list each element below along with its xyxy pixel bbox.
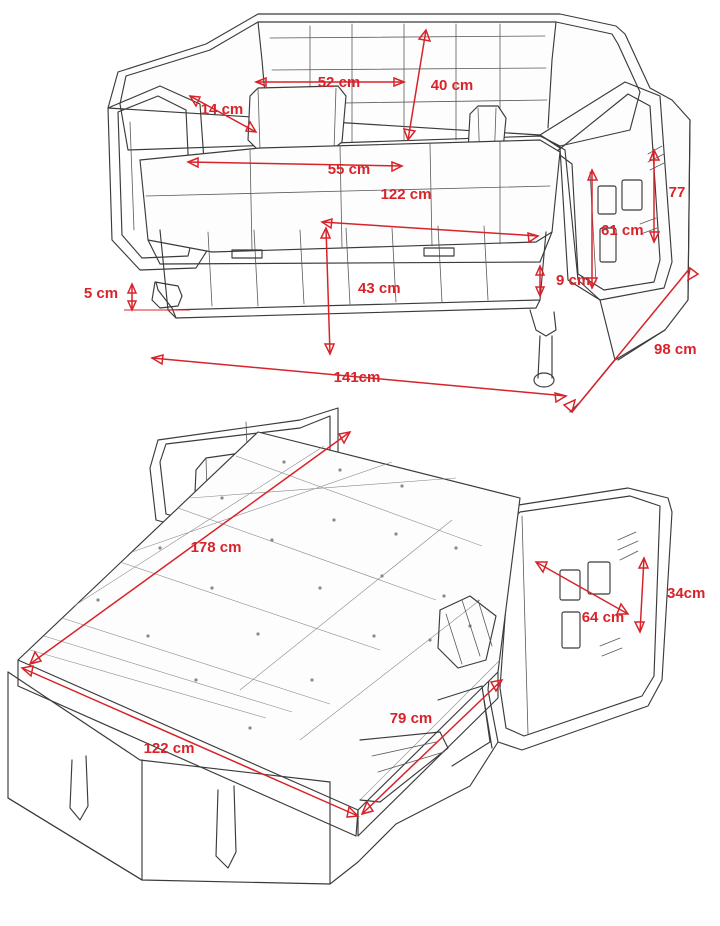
sofa-opened-body bbox=[7, 407, 673, 885]
dimension-label-14: 14 cm bbox=[201, 101, 244, 118]
dimension-14: 14 cm bbox=[188, 95, 258, 133]
dimension-label-5: 5 cm bbox=[84, 285, 118, 302]
dimension-43: 43 cm bbox=[319, 226, 401, 356]
dimension-5: 5 cm bbox=[84, 282, 190, 312]
dimension-55: 55 cm bbox=[186, 156, 404, 178]
dimension-label-40: 40 cm bbox=[431, 77, 474, 94]
dimension-34: 34cm bbox=[633, 556, 705, 634]
dimension-40: 40 cm bbox=[402, 28, 474, 142]
dimension-label-43: 43 cm bbox=[358, 280, 401, 297]
dimension-141: 141cm bbox=[150, 353, 568, 404]
dimension-122-bed: 122 cm bbox=[20, 665, 360, 818]
dimension-label-64: 64 cm bbox=[582, 609, 625, 626]
sofa-view-dimensions: 52 cm 40 cm 14 cm 55 cm bbox=[84, 28, 700, 414]
dimension-label-9: 9 cm bbox=[556, 272, 590, 289]
dimension-98: 98 cm bbox=[562, 266, 700, 414]
dimension-64: 64 cm bbox=[534, 561, 630, 626]
dimension-178: 178 cm bbox=[28, 430, 352, 666]
dimension-label-34: 34cm bbox=[667, 585, 705, 602]
dimension-52: 52 cm bbox=[253, 74, 407, 91]
dimension-9: 9 cm bbox=[534, 264, 590, 298]
dimension-77: 77 bbox=[648, 148, 686, 244]
dimension-label-122-seat: 122 cm bbox=[381, 186, 432, 203]
bed-view-dimensions: 178 cm 34cm 64 cm 79 cm bbox=[20, 430, 705, 818]
dimension-label-79: 79 cm bbox=[390, 710, 433, 727]
dimension-label-52: 52 cm bbox=[318, 74, 361, 91]
dimension-label-55: 55 cm bbox=[328, 161, 371, 178]
dimension-label-178: 178 cm bbox=[191, 539, 242, 556]
dimension-61: 61 cm bbox=[586, 168, 644, 290]
dimension-122-seat: 122 cm bbox=[320, 186, 540, 244]
sofa-closed-body bbox=[107, 13, 691, 413]
dimension-label-77: 77 bbox=[669, 184, 686, 201]
dimension-label-141: 141cm bbox=[334, 369, 381, 386]
dimension-79: 79 cm bbox=[360, 678, 504, 816]
dimension-label-61: 61 cm bbox=[601, 222, 644, 239]
dimension-label-122-bed: 122 cm bbox=[144, 740, 195, 757]
dimension-label-98: 98 cm bbox=[654, 341, 697, 358]
